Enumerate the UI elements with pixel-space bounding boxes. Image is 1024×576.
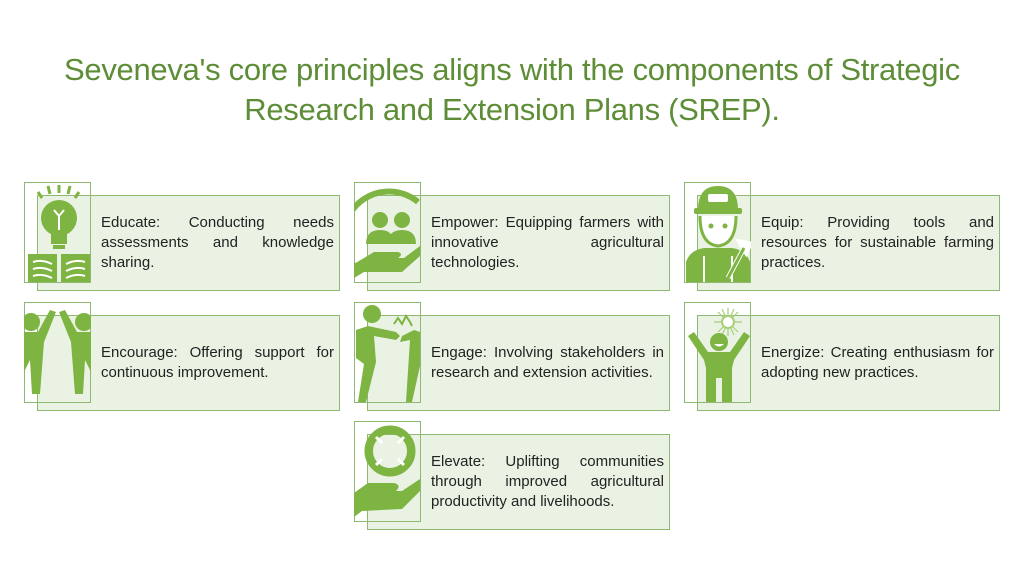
principle-text: Engage: Involving stakeholders in resear… [431, 344, 664, 381]
icon-frame [24, 182, 91, 283]
principle-text: Educate: Conducting needs assessments an… [101, 214, 334, 271]
person-sun-icon [688, 308, 750, 402]
high-five-icon [24, 310, 91, 394]
icon-frame [354, 302, 421, 403]
hand-holding-people-icon [354, 188, 420, 278]
text-box: Empower: Equipping farmers with innovati… [367, 195, 670, 291]
principle-text: Equip: Providing tools and resources for… [761, 214, 994, 271]
people-clap-icon [356, 305, 420, 402]
principle-card-encourage: Encourage: Offering support for continuo… [24, 302, 344, 412]
text-box: Energize: Creating enthusiasm for adopti… [697, 315, 1000, 411]
principle-card-elevate: Elevate: Uplifting communities through i… [354, 421, 674, 531]
icon-frame [354, 421, 421, 522]
icon-frame [684, 182, 751, 283]
principle-text: Elevate: Uplifting communities through i… [431, 453, 664, 510]
principle-card-empower: Empower: Equipping farmers with innovati… [354, 182, 674, 292]
hand-lifebuoy-icon [354, 425, 420, 517]
worker-with-wrench-icon [686, 186, 751, 282]
title-line-2: Research and Extension Plans (SREP). [244, 92, 780, 127]
text-box: Engage: Involving stakeholders in resear… [367, 315, 670, 411]
lightbulb-book-icon [28, 185, 90, 282]
icon-frame [684, 302, 751, 403]
principle-text: Encourage: Offering support for continuo… [101, 344, 334, 381]
slide-title: Seveneva's core principles aligns with t… [0, 50, 1024, 130]
principle-card-equip: Equip: Providing tools and resources for… [684, 182, 1004, 292]
principle-text: Energize: Creating enthusiasm for adopti… [761, 344, 994, 381]
principle-card-energize: Energize: Creating enthusiasm for adopti… [684, 302, 1004, 412]
principle-card-engage: Engage: Involving stakeholders in resear… [354, 302, 674, 412]
icon-frame [354, 182, 421, 283]
principle-card-educate: Educate: Conducting needs assessments an… [24, 182, 344, 292]
title-line-1: Seveneva's core principles aligns with t… [64, 52, 960, 87]
principle-text: Empower: Equipping farmers with innovati… [431, 214, 664, 271]
